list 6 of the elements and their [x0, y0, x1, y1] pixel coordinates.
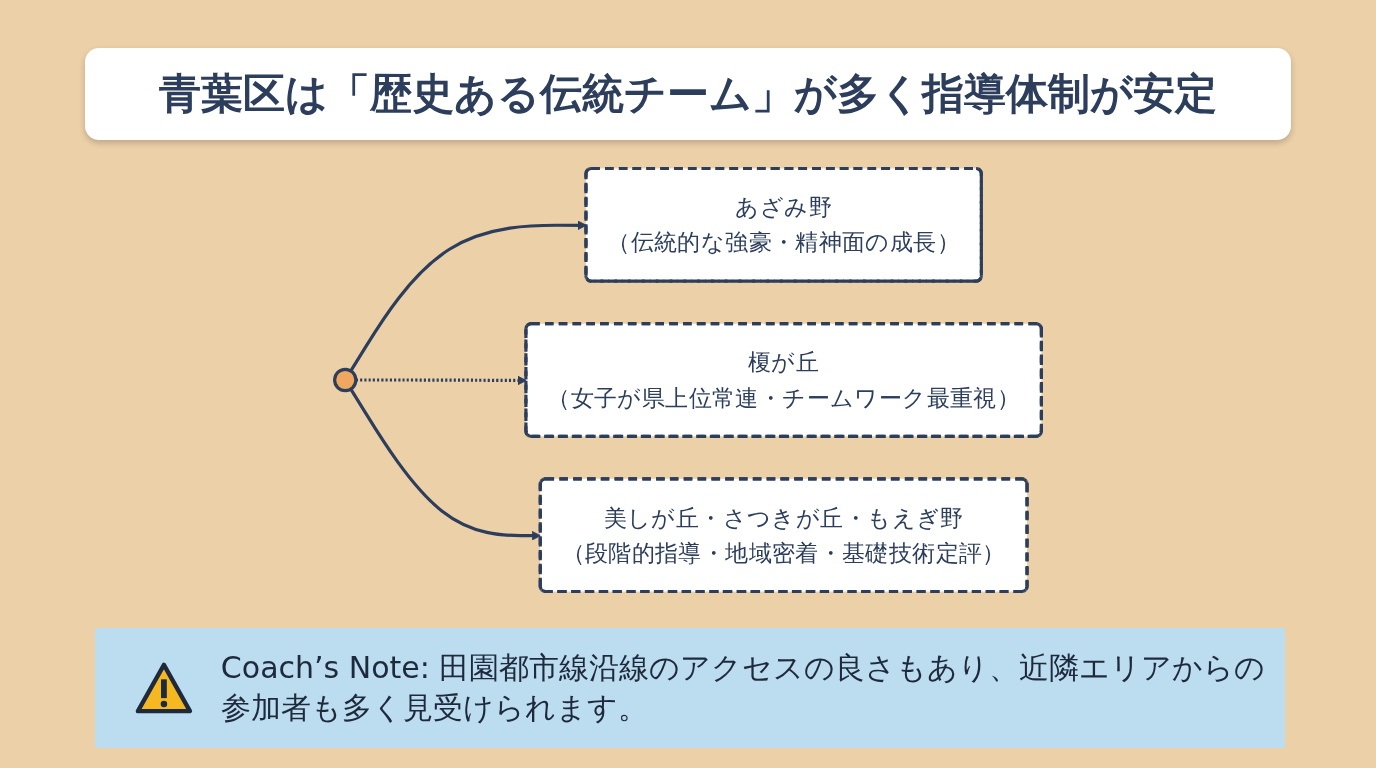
district-card: 美しが丘・さつきが丘・もえぎ野 （段階的指導・地域密着・基礎技術定評）: [538, 477, 1029, 594]
district-card: 榎が丘 （女子が県上位常連・チームワーク最重視）: [524, 322, 1043, 438]
title: 青葉区は「歴史ある伝統チーム」が多く指導体制が安定: [85, 48, 1291, 140]
district-card: あざみ野 （伝統的な強豪・精神面の成長）: [584, 166, 983, 283]
note-text: Coach’s Note: 田園都市線沿線のアクセスの良さもあり、近隣エリアからの参加者も多く見受けられます。: [220, 648, 1267, 727]
circle-node: [333, 367, 358, 393]
